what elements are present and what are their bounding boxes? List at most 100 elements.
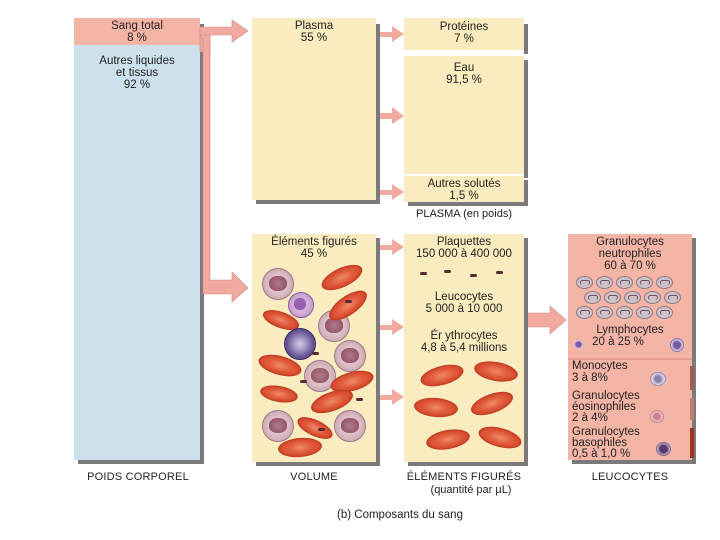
arrow-plasma-to-poids [376, 26, 404, 42]
neutrophil-cell [636, 306, 653, 319]
arrow-to-elements [199, 34, 249, 303]
eau-pct: 91,5 % [446, 74, 482, 86]
eosinophiles-label-1: Granulocytes [572, 390, 640, 402]
poids-corporel-label: POIDS CORPOREL [87, 471, 189, 483]
eau-label: Eau [453, 62, 475, 74]
marker-baso [690, 428, 694, 458]
neutrophil-cell [656, 306, 673, 319]
platelet [345, 300, 352, 303]
monocytes-block [568, 360, 692, 390]
lymphocytes-value: 20 à 25 % [592, 336, 644, 348]
platelet [470, 274, 477, 277]
wbc-cell [288, 292, 314, 318]
arrow-elements-to-fig-1 [376, 239, 404, 255]
eau-block [404, 56, 524, 174]
proteines-pct: 7 % [454, 33, 474, 45]
elements-label: Éléments figurés [271, 236, 357, 248]
basophiles-block [568, 424, 692, 460]
erythrocytes-value: 4,8 à 5,4 millions [420, 342, 508, 354]
autres-label-2: et tissus [115, 67, 159, 79]
wbc-cell [262, 268, 294, 300]
neutrophil-cell [576, 306, 593, 319]
neutrophiles-label-2: neutrophiles [598, 248, 662, 260]
platelet [496, 271, 503, 274]
plasma-pct: 55 % [300, 32, 328, 44]
elements-pct: 45 % [300, 248, 328, 260]
wbc-cell [334, 410, 366, 442]
platelet [318, 428, 325, 431]
lymphocyte-cell-small [574, 340, 583, 349]
neutrophil-cell [656, 276, 673, 289]
lymphocytes-strip [568, 358, 692, 360]
leucocytes-count-label: Leucocytes [434, 291, 494, 303]
plasma-block [252, 18, 376, 200]
proteines-block [404, 18, 524, 50]
leucocytes-count-value: 5 000 à 10 000 [425, 303, 503, 315]
lymphocytes-label: Lymphocytes [596, 324, 664, 336]
neutrophil-cell [616, 306, 633, 319]
basophiles-label-1: Granulocytes [572, 426, 640, 438]
plaquettes-label: Plaquettes [436, 236, 492, 248]
arrow-elements-to-fig-2 [376, 319, 404, 335]
arrow-plasma-to-eau [376, 107, 404, 124]
arrow-to-leucocytes [525, 305, 567, 335]
eosinophil-cell [650, 410, 664, 423]
autres-tissus-block [74, 45, 200, 460]
sang-total-pct: 8 % [127, 32, 147, 44]
neutrophil-cell [636, 276, 653, 289]
monocytes-label: Monocytes [572, 360, 628, 372]
wbc-cell [304, 360, 336, 392]
neutrophil-cell [604, 291, 621, 304]
neutrophiles-value: 60 à 70 % [604, 260, 656, 272]
platelet [312, 352, 319, 355]
marker-mono [690, 366, 694, 390]
neutrophil-cell [624, 291, 641, 304]
leucocytes-label: LEUCOCYTES [591, 471, 669, 483]
monocytes-value: 3 à 8% [572, 372, 608, 384]
neutrophil-cell [584, 291, 601, 304]
elements-figures-label: ÉLÉMENTS FIGURÉS [406, 471, 522, 483]
eosinophiles-label-2: éosinophiles [572, 401, 636, 413]
eosinophiles-block [568, 390, 692, 424]
basophiles-label-2: basophiles [572, 437, 627, 449]
neutrophil-cell [644, 291, 661, 304]
autres-pct: 92 % [123, 79, 151, 91]
autres-label-1: Autres liquides [99, 55, 175, 67]
plasma-poids-label: PLASMA (en poids) [416, 208, 512, 220]
platelet [444, 270, 451, 273]
neutrophil-cell [596, 276, 613, 289]
neutrophil-cell [664, 291, 681, 304]
marker-eos [690, 398, 694, 420]
elements-figures-unit: (quantité par µL) [430, 484, 512, 496]
lymphocyte-cell [670, 338, 684, 352]
neutrophil-cell [596, 306, 613, 319]
sang-total-label: Sang total [111, 20, 163, 32]
wbc-cell [262, 410, 294, 442]
wbc-cell [284, 328, 316, 360]
arrow-plasma-to-solutes [376, 184, 404, 200]
neutrophil-cell [616, 276, 633, 289]
platelet [356, 398, 363, 401]
wbc-cell [334, 340, 366, 372]
arrow-elements-to-fig-3 [376, 389, 404, 405]
autres-solutes-block [404, 176, 524, 202]
erythrocytes-label: Ér ythrocytes [430, 330, 498, 342]
basophil-cell [656, 442, 671, 456]
neutrophil-cell [576, 276, 593, 289]
eosinophiles-value: 2 à 4% [572, 412, 608, 424]
proteines-label: Protéines [439, 21, 489, 33]
figure-caption: (b) Composants du sang [337, 509, 463, 521]
autres-solutes-pct: 1,5 % [449, 190, 479, 202]
platelet [420, 272, 427, 275]
volume-label: VOLUME [290, 471, 338, 483]
neutrophiles-label-1: Granulocytes [596, 236, 664, 248]
plasma-label: Plasma [294, 20, 334, 32]
basophiles-value: 0,5 à 1,0 % [572, 448, 631, 460]
sang-total-block [74, 18, 200, 45]
monocyte-cell [650, 372, 666, 386]
autres-solutes-label: Autres solutés [427, 178, 501, 190]
platelet [300, 380, 307, 383]
plaquettes-value: 150 000 à 400 000 [416, 248, 512, 260]
lymphocytes-block [568, 336, 692, 358]
